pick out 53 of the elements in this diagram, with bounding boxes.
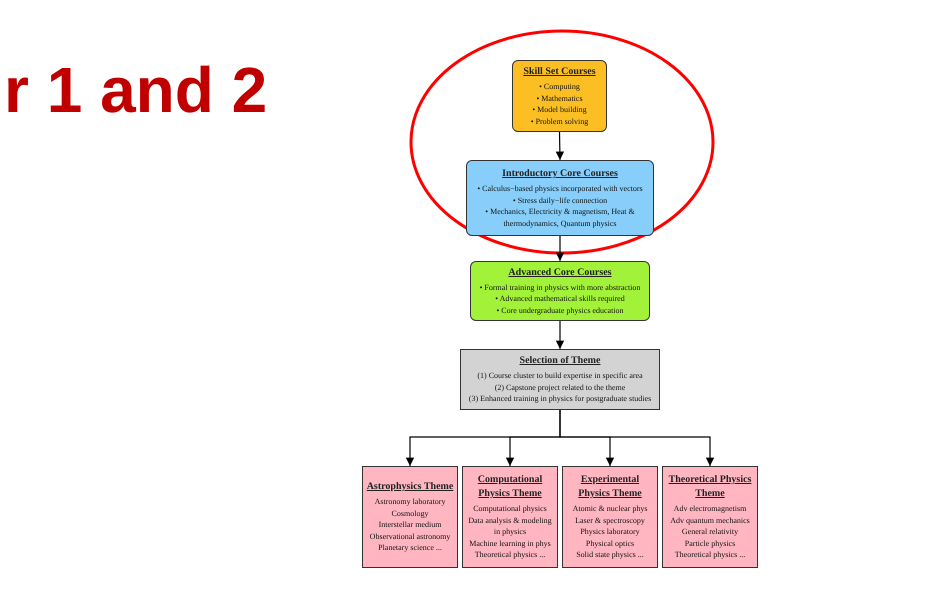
theme-box [362, 466, 458, 568]
box-item: Cosmology [392, 508, 428, 520]
box-item: • Computing [539, 81, 580, 92]
box-item: Theoretical physics ... [474, 549, 546, 561]
box-title: Selection of Theme [520, 354, 600, 368]
theme-selection-box [460, 349, 660, 410]
box-item: (3) Enhanced training in physics for postgraduate studies [468, 393, 652, 405]
box-item: Physical optics [586, 538, 634, 550]
theme-box [462, 466, 558, 568]
box-item: Atomic & nuclear phys [572, 503, 648, 515]
box-item: Computational physics [473, 503, 547, 515]
box-item: Adv quantum mechanics [670, 514, 750, 526]
theme-box [562, 466, 658, 568]
box-title: Computational Physics Theme [476, 473, 544, 502]
box-title: Advanced Core Courses [508, 266, 612, 280]
arrow [559, 410, 714, 466]
box-item: Physics laboratory [580, 526, 640, 538]
box-item: Particle physics [684, 538, 736, 550]
box-item: (1) Course cluster to build expertise in specific area [477, 370, 643, 382]
box-item: • Problem solving [530, 116, 588, 127]
box-item: Adv electromagnetism [674, 503, 746, 515]
course-box [470, 261, 650, 321]
box-item: Laser & spectroscopy [575, 514, 645, 526]
box-item: Observational astronomy [370, 530, 450, 542]
box-title: Theoretical Physics Theme [668, 473, 752, 502]
box-item: Astronomy laboratory [374, 496, 446, 508]
box-item: • Calculus−based physics incorporated with vectors [477, 183, 643, 194]
box-title: Introductory Core Courses [502, 167, 618, 181]
arrow [556, 236, 564, 261]
box-item: (2) Capstone project related to the theme [494, 382, 626, 394]
box-item: • Stress daily−life connection [512, 194, 608, 206]
box-item: General relativity [682, 526, 738, 538]
box-item: Data analysis & modeling in physics [467, 514, 553, 538]
box-item: • Mechanics, Electricity & magnetism, Heat & thermodynamics, Quantum physics [484, 206, 636, 229]
box-item: Solid state physics ... [576, 549, 644, 561]
arrow [556, 132, 564, 160]
course-box [512, 60, 607, 132]
arrow [556, 321, 564, 349]
box-title: Skill Set Courses [523, 65, 596, 79]
box-item: • Advanced mathematical skills required [495, 293, 625, 305]
box-item: • Core undergraduate physics education [496, 304, 624, 316]
box-title: Experimental Physics Theme [577, 473, 643, 502]
heading-text: r 1 and 2 [4, 58, 268, 122]
box-item: Interstellar medium [378, 519, 442, 531]
box-item: Planetary science ... [378, 542, 442, 554]
box-item: • Mathematics [536, 92, 583, 104]
box-item: • Formal training in physics with more abstraction [480, 282, 640, 294]
box-item: Theoretical physics ... [674, 549, 746, 561]
box-item: • Model building [532, 104, 587, 116]
theme-box [662, 466, 758, 568]
box-title: Astrophysics Theme [366, 480, 454, 494]
box-item: Machine learning in phys [469, 538, 551, 550]
course-box [466, 160, 654, 236]
